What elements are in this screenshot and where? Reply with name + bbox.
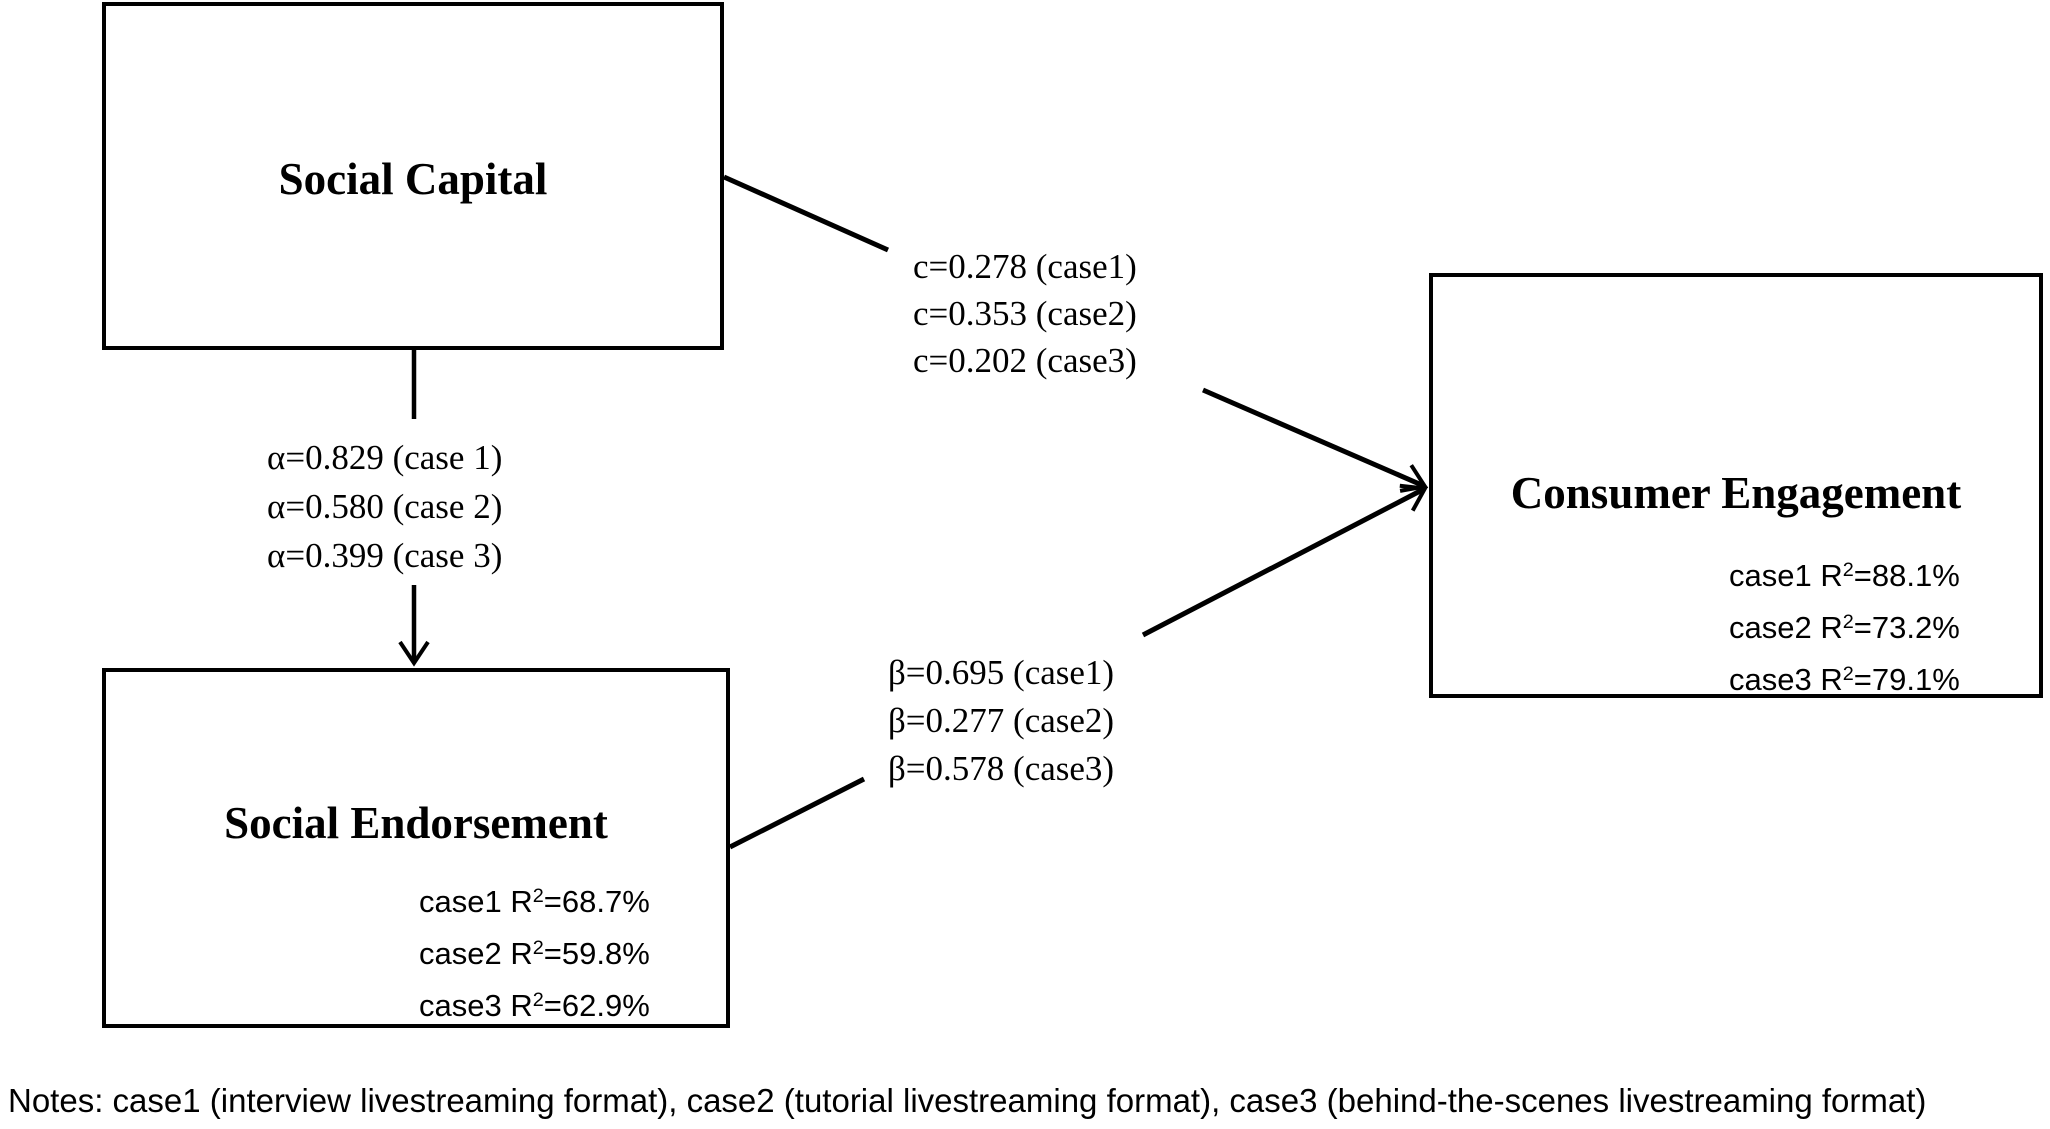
- node-consumer-engagement: Consumer Engagement case1 R2=88.1% case2…: [1429, 273, 2043, 698]
- superscript-2: 2: [1842, 559, 1854, 582]
- superscript-2: 2: [532, 937, 544, 960]
- path-label-beta-case3: β=0.578 (case3): [888, 749, 1115, 788]
- superscript-2: 2: [532, 989, 544, 1012]
- node-social-endorsement: Social Endorsement case1 R2=68.7% case2 …: [102, 668, 730, 1028]
- path-label-beta-case2: β=0.277 (case2): [888, 701, 1115, 740]
- node-title-social-endorsement: Social Endorsement: [224, 798, 608, 848]
- superscript-2: 2: [532, 885, 544, 908]
- arrow-beta-segment-1: [728, 776, 866, 850]
- r2-line: case3 R2=62.9%: [419, 988, 650, 1023]
- path-label-alpha-case1: α=0.829 (case 1): [267, 438, 503, 477]
- r2-line: case1 R2=88.1%: [1729, 558, 1960, 593]
- r2-block-social-endorsement: case1 R2=68.7% case2 R2=59.8% case3 R2=6…: [419, 878, 650, 1034]
- notes-text: Notes: case1 (interview livestreaming fo…: [8, 1082, 1927, 1119]
- r2-block-consumer-engagement: case1 R2=88.1% case2 R2=73.2% case3 R2=7…: [1729, 552, 1960, 708]
- path-label-alpha-case3: α=0.399 (case 3): [267, 536, 503, 575]
- path-label-alpha-case2: α=0.580 (case 2): [267, 487, 503, 526]
- r2-line: case2 R2=59.8%: [419, 936, 650, 971]
- path-label-beta-case1: β=0.695 (case1): [888, 653, 1115, 692]
- r2-line: case1 R2=68.7%: [419, 884, 650, 919]
- path-label-group-beta: β=0.695 (case1) β=0.277 (case2) β=0.578 …: [888, 649, 1114, 793]
- superscript-2: 2: [1842, 611, 1854, 634]
- arrow-c-segment-1: [722, 174, 890, 253]
- path-label-group-c: c=0.278 (case1) c=0.353 (case2) c=0.202 …: [913, 243, 1137, 384]
- superscript-2: 2: [1842, 663, 1854, 686]
- node-social-capital: Social Capital: [102, 2, 724, 350]
- path-label-c-case2: c=0.353 (case2): [913, 294, 1137, 333]
- node-title-consumer-engagement: Consumer Engagement: [1510, 468, 1962, 518]
- r2-line: case2 R2=73.2%: [1729, 610, 1960, 645]
- path-label-c-case3: c=0.202 (case3): [913, 341, 1137, 380]
- node-title-social-capital: Social Capital: [278, 154, 548, 204]
- r2-line: case3 R2=79.1%: [1729, 662, 1960, 697]
- path-label-c-case1: c=0.278 (case1): [913, 247, 1137, 286]
- arrow-beta-segment-2: [1141, 483, 1429, 638]
- arrow-c-segment-2: [1202, 387, 1429, 493]
- path-label-group-alpha: α=0.829 (case 1) α=0.580 (case 2) α=0.39…: [267, 433, 502, 580]
